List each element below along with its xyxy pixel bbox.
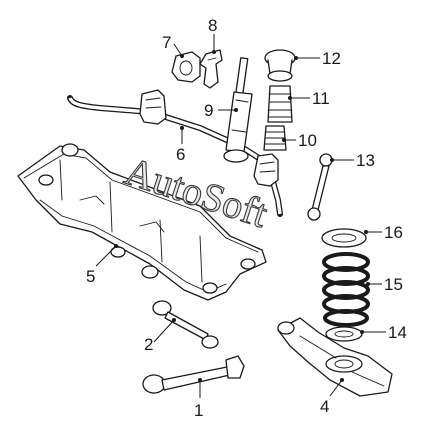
upper-mount <box>264 49 296 82</box>
coil-spring <box>322 252 370 327</box>
stabilizer-link <box>307 153 333 221</box>
lateral-link <box>142 355 245 394</box>
callout-14: 14 <box>388 323 407 342</box>
callout-2: 2 <box>144 335 153 354</box>
callout-15: 15 <box>384 275 403 294</box>
lower-control-arm <box>277 317 393 397</box>
trailing-link <box>152 300 219 349</box>
callout-10: 10 <box>298 131 317 150</box>
callouts: 1 2 4 5 6 7 8 9 10 11 12 13 14 <box>86 16 407 420</box>
subframe <box>17 143 267 301</box>
bump-stop <box>263 125 287 151</box>
callout-9: 9 <box>204 101 213 120</box>
callout-7: 7 <box>162 33 171 52</box>
callout-11: 11 <box>312 89 330 108</box>
shock-absorber <box>223 57 253 163</box>
callout-12: 12 <box>322 49 341 68</box>
spring-seat-upper <box>321 228 367 248</box>
callout-4: 4 <box>320 397 329 416</box>
callout-13: 13 <box>356 151 375 170</box>
stabilizer-bushing <box>171 51 201 83</box>
bushing-bracket <box>199 49 223 89</box>
dust-boot <box>267 85 293 123</box>
callout-16: 16 <box>384 223 403 242</box>
callout-8: 8 <box>208 16 217 35</box>
callout-5: 5 <box>86 267 95 286</box>
callout-1: 1 <box>194 401 203 420</box>
spring-seat-lower <box>325 326 363 342</box>
callout-6: 6 <box>176 145 185 164</box>
stabilizer-bar <box>67 89 283 217</box>
